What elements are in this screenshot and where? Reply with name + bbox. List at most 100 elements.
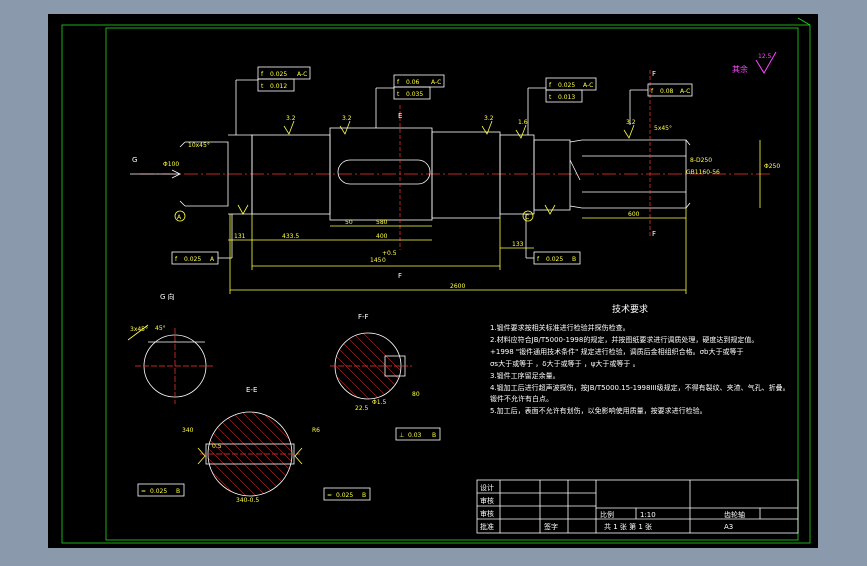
- svg-text:f: f: [175, 256, 178, 263]
- svg-text:0.025: 0.025: [336, 492, 353, 499]
- svg-text:0.025: 0.025: [546, 256, 563, 263]
- svg-text:GB1160-56: GB1160-56: [686, 169, 720, 176]
- svg-text:45°: 45°: [155, 325, 166, 332]
- ee-section-view: 340-0.5 0.5 340 R6 = 0.025 B = 0.025 B: [137, 411, 371, 504]
- svg-text:0.025: 0.025: [558, 82, 575, 89]
- svg-text:F: F: [652, 70, 656, 78]
- svg-text:签字: 签字: [544, 522, 558, 531]
- svg-text:G: G: [132, 156, 137, 164]
- g-view-section: 3x45° 45°: [127, 324, 215, 404]
- svg-text:2.材料应符合JB/T5000-1998的规定，并按图纸要求: 2.材料应符合JB/T5000-1998的规定，并按图纸要求进行调质处理，硬度达…: [490, 335, 758, 344]
- svg-text:1.6: 1.6: [518, 119, 528, 126]
- svg-text:G 向: G 向: [160, 292, 175, 301]
- svg-text:3.2: 3.2: [626, 119, 636, 126]
- roughness-marks: 3.2 3.2 3.2 1.6 3.2: [283, 115, 636, 139]
- svg-text:2600: 2600: [450, 283, 465, 290]
- svg-text:0.03: 0.03: [408, 432, 422, 439]
- svg-text:0.025: 0.025: [150, 488, 167, 495]
- svg-text:f: f: [537, 256, 540, 263]
- svg-text:f: f: [261, 71, 264, 78]
- svg-text:F: F: [652, 230, 656, 238]
- svg-text:B: B: [572, 256, 576, 263]
- svg-text:3.2: 3.2: [342, 115, 352, 122]
- svg-text:340: 340: [182, 427, 194, 434]
- svg-text:B: B: [432, 432, 436, 439]
- svg-text:5x45°: 5x45°: [654, 125, 672, 132]
- svg-text:5.加工后，表面不允许有划伤，以免影响使用质量，按要求进行检: 5.加工后，表面不允许有划伤，以免影响使用质量，按要求进行检验。: [490, 406, 707, 415]
- svg-text:A-C: A-C: [431, 79, 441, 86]
- svg-text:σs大于或等于 ，δ大于或等于 ，ψ大于或等于 。: σs大于或等于 ，δ大于或等于 ，ψ大于或等于 。: [490, 359, 640, 368]
- svg-text:+0.5: +0.5: [382, 250, 397, 257]
- svg-text:400: 400: [376, 233, 388, 240]
- inner-border: [105, 27, 799, 541]
- svg-text:80: 80: [412, 391, 420, 398]
- canvas-background: [48, 14, 818, 548]
- svg-text:E: E: [398, 112, 402, 120]
- svg-text:0.012: 0.012: [270, 83, 287, 90]
- roughness-note: 其余 12.5: [732, 51, 777, 74]
- svg-text:B: B: [176, 488, 180, 495]
- tolerance-frames-bottom: f 0.025 A f 0.025 B: [171, 214, 581, 265]
- svg-text:锻件不允许有白点。: 锻件不允许有白点。: [490, 394, 553, 403]
- view-labels: G E F F F G 向 F-F E-E: [130, 70, 656, 394]
- keyway: [337, 159, 431, 185]
- svg-text:3.2: 3.2: [286, 115, 296, 122]
- svg-text:=: =: [141, 488, 146, 495]
- svg-text:145: 145: [370, 257, 382, 264]
- svg-text:审核: 审核: [480, 496, 494, 505]
- svg-text:F-F: F-F: [358, 313, 369, 321]
- svg-text:580: 580: [376, 219, 388, 226]
- svg-text:R6: R6: [312, 427, 320, 434]
- svg-text:600: 600: [628, 211, 640, 218]
- corner-mark: [797, 17, 811, 26]
- svg-text:A-C: A-C: [583, 82, 593, 89]
- svg-text:0.08: 0.08: [660, 88, 674, 95]
- svg-text:Φ1.5: Φ1.5: [372, 399, 386, 406]
- svg-text:A-C: A-C: [297, 71, 307, 78]
- svg-text:50: 50: [345, 219, 353, 226]
- outer-border: [61, 24, 811, 544]
- dimensions: 2600 145 +0.5 0 433.5 400 50 580 131 133…: [163, 125, 780, 294]
- svg-text:12.5: 12.5: [758, 53, 772, 60]
- svg-text:t: t: [397, 91, 400, 98]
- svg-text:共 1 张 第 1 张: 共 1 张 第 1 张: [604, 522, 652, 531]
- svg-text:8-D250: 8-D250: [690, 157, 712, 164]
- svg-text:A: A: [177, 214, 182, 221]
- svg-text:设计: 设计: [480, 483, 494, 492]
- svg-text:A3: A3: [724, 523, 733, 531]
- svg-text:审核: 审核: [480, 509, 494, 518]
- svg-text:⊥: ⊥: [399, 432, 404, 439]
- svg-text:E-E: E-E: [246, 386, 257, 394]
- title-block: 设计 审核 审核 批准 签字 比例 1:10 齿轮轴 共 1 张 第 1 张 A…: [476, 479, 799, 534]
- svg-text:t: t: [549, 94, 552, 101]
- svg-text:0.035: 0.035: [406, 91, 423, 98]
- svg-text:A-C: A-C: [680, 88, 690, 95]
- technical-requirements: 技术要求 1.锻件要求按相关标准进行检验并探伤检查。 2.材料应符合JB/T50…: [490, 303, 790, 415]
- svg-text:0.013: 0.013: [558, 94, 575, 101]
- svg-text:t: t: [261, 83, 264, 90]
- svg-text:Φ250: Φ250: [764, 163, 780, 170]
- svg-text:133: 133: [512, 241, 524, 248]
- svg-text:131: 131: [234, 233, 246, 240]
- svg-text:1.锻件要求按相关标准进行检验并探伤检查。: 1.锻件要求按相关标准进行检验并探伤检查。: [490, 323, 630, 332]
- svg-text:1:10: 1:10: [640, 511, 656, 519]
- svg-text:0.5: 0.5: [212, 443, 222, 450]
- svg-text:f: f: [397, 79, 400, 86]
- svg-text:22.5: 22.5: [355, 405, 369, 412]
- tolerance-frames-top: f 0.025 A-C t 0.012 f 0.06 A-C t 0.035 f…: [235, 66, 693, 135]
- svg-text:0.025: 0.025: [184, 256, 201, 263]
- svg-text:其余: 其余: [732, 64, 748, 74]
- svg-text:A: A: [210, 256, 215, 263]
- svg-text:技术要求: 技术要求: [612, 303, 648, 315]
- svg-text:3.2: 3.2: [484, 115, 494, 122]
- svg-text:0.06: 0.06: [406, 79, 420, 86]
- svg-text:3.锻件工序留足余量。: 3.锻件工序留足余量。: [490, 371, 560, 380]
- svg-text:f: f: [549, 82, 552, 89]
- svg-text:Φ100: Φ100: [163, 161, 179, 168]
- svg-text:3x45°: 3x45°: [130, 326, 148, 333]
- datum-markers: A C: [174, 204, 556, 222]
- svg-text:433.5: 433.5: [282, 233, 299, 240]
- svg-text:批准: 批准: [480, 522, 494, 531]
